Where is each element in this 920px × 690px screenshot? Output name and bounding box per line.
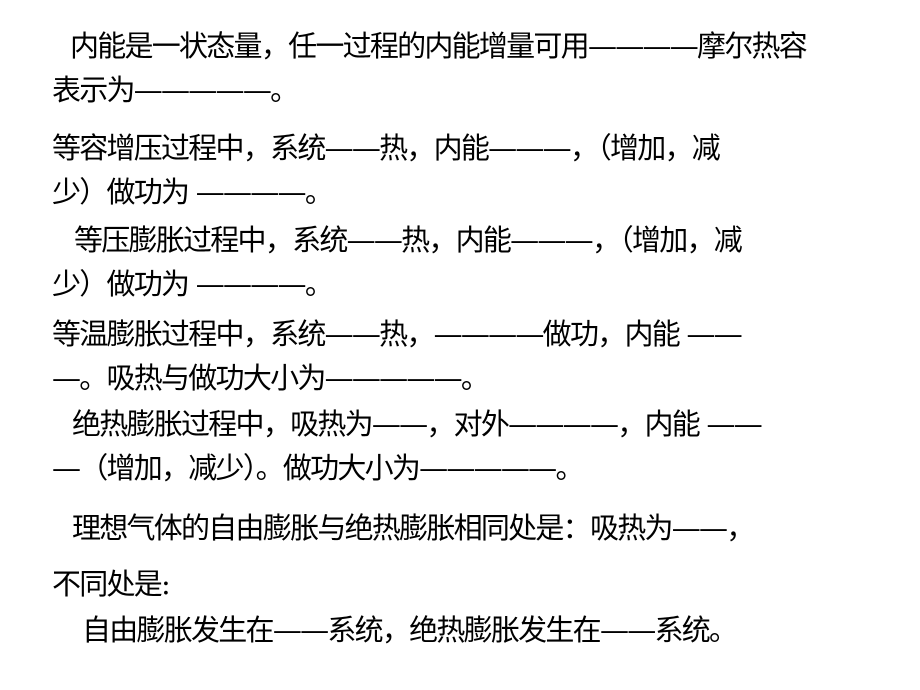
paragraph-isothermal-line-1: 等温膨胀过程中，系统——热，————做功，内能 —— [52,317,743,351]
paragraph-compare-line-2: 不同处是: [52,567,171,601]
paragraph-isochoric-line-1: 等容增压过程中，系统——热，内能———，（增加，减 [52,131,721,165]
paragraph-internal-energy-line-2: 表示为—————。 [52,73,299,107]
paragraph-isothermal-line-2: —。吸热与做功大小为—————。 [52,361,490,395]
paragraph-internal-energy: 内能是一状态量，任一过程的内能增量可用————摩尔热容 表示为—————。 [0,24,920,112]
paragraph-isobaric-expansion: 等压膨胀过程中，系统——热，内能———，（增加，减 少）做功为 ————。 [0,218,920,306]
paragraph-adiabatic-line-2: —（增加，减少）。做功大小为—————。 [52,451,584,485]
paragraph-isobaric-line-1: 等压膨胀过程中，系统——热，内能———，（增加，减 [74,223,743,257]
paragraph-free-vs-adiabatic-expansion: 理想气体的自由膨胀与绝热膨胀相同处是：吸热为——， 不同处是: [0,500,920,612]
paragraph-isobaric-line-2: 少）做功为 ————。 [52,267,334,301]
paragraph-free-expansion-systems: 自由膨胀发生在——系统，绝热膨胀发生在——系统。 [0,608,920,652]
paragraph-isothermal-expansion: 等温膨胀过程中，系统——热，————做功，内能 —— —。吸热与做功大小为———… [0,312,920,400]
paragraph-isochoric-line-2: 少）做功为 ————。 [52,175,334,209]
paragraph-compare-line-1: 理想气体的自由膨胀与绝热膨胀相同处是：吸热为——， [72,511,755,545]
paragraph-systems-line-1: 自由膨胀发生在——系统，绝热膨胀发生在——系统。 [82,613,738,647]
paragraph-adiabatic-line-1: 绝热膨胀过程中，吸热为——，对外————，内能 —— [72,407,763,441]
paragraph-internal-energy-line-1: 内能是一状态量，任一过程的内能增量可用————摩尔热容 [70,29,808,63]
paragraph-adiabatic-expansion: 绝热膨胀过程中，吸热为——，对外————，内能 —— —（增加，减少）。做功大小… [0,402,920,490]
paragraph-isochoric-pressure-increase: 等容增压过程中，系统——热，内能———，（增加，减 少）做功为 ————。 [0,126,920,214]
